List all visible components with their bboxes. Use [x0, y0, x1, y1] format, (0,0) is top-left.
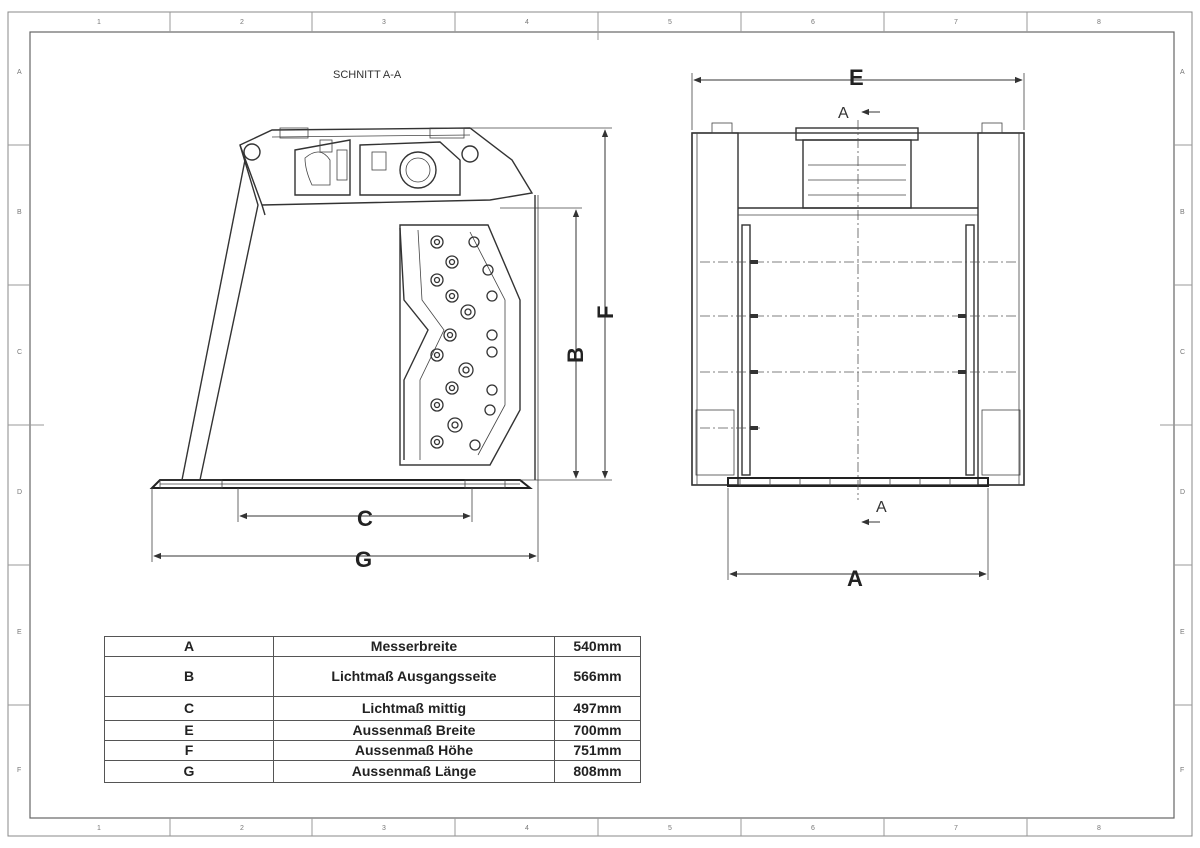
zone-col-4: 4 — [525, 19, 529, 26]
dim-label-b: B — [563, 347, 588, 363]
dimension-table: A Messerbreite 540mm B Lichtmaß Ausgangs… — [104, 636, 641, 783]
table-cell-key: G — [104, 760, 274, 783]
side-view-dimensions — [151, 127, 612, 562]
zone-ticks — [8, 12, 1192, 836]
zone-col-1-bottom: 1 — [97, 825, 101, 832]
zone-row-f-right: F — [1180, 767, 1184, 774]
table-cell-name: Aussenmaß Länge — [273, 760, 555, 783]
table-cell-value: 540mm — [554, 636, 641, 657]
zone-row-d: D — [17, 489, 22, 496]
zone-col-5: 5 — [668, 19, 672, 26]
table-row: E Aussenmaß Breite 700mm — [104, 720, 641, 741]
zone-row-a-right: A — [1180, 69, 1185, 76]
zone-row-a: A — [17, 69, 22, 76]
table-cell-value: 497mm — [554, 696, 641, 721]
dim-label-e: E — [849, 65, 864, 90]
side-section-view — [149, 127, 539, 489]
table-cell-name: Lichtmaß Ausgangsseite — [273, 656, 555, 697]
table-cell-key: E — [104, 720, 274, 741]
section-marker-bottom: A — [876, 499, 887, 516]
zone-col-1: 1 — [97, 19, 101, 26]
zone-col-3: 3 — [382, 19, 386, 26]
front-view-dimensions — [691, 73, 1025, 580]
zone-row-d-right: D — [1180, 489, 1185, 496]
table-row: A Messerbreite 540mm — [104, 636, 641, 657]
dim-label-f: F — [593, 306, 618, 319]
zone-col-8-bottom: 8 — [1097, 825, 1101, 832]
zone-col-3-bottom: 3 — [382, 825, 386, 832]
dim-label-c: C — [357, 506, 373, 531]
section-title: SCHNITT A-A — [333, 69, 402, 81]
table-cell-name: Lichtmaß mittig — [273, 696, 555, 721]
table-cell-value: 751mm — [554, 740, 641, 761]
knife-bolts — [430, 235, 498, 451]
table-row: F Aussenmaß Höhe 751mm — [104, 740, 641, 761]
zone-row-e: E — [17, 629, 22, 636]
table-cell-name: Aussenmaß Höhe — [273, 740, 555, 761]
zone-col-6: 6 — [811, 19, 815, 26]
zone-labels: 1 2 3 4 5 6 7 8 1 2 3 4 5 6 7 8 A B C D … — [17, 19, 1185, 832]
zone-col-6-bottom: 6 — [811, 825, 815, 832]
table-cell-key: C — [104, 696, 274, 721]
table-cell-key: B — [104, 656, 274, 697]
zone-row-b: B — [17, 209, 22, 216]
table-row: G Aussenmaß Länge 808mm — [104, 760, 641, 783]
table-cell-key: A — [104, 636, 274, 657]
zone-row-b-right: B — [1180, 209, 1185, 216]
table-cell-name: Messerbreite — [273, 636, 555, 657]
zone-col-5-bottom: 5 — [668, 825, 672, 832]
zone-row-c-right: C — [1180, 349, 1185, 356]
table-row: B Lichtmaß Ausgangsseite 566mm — [104, 656, 641, 697]
table-cell-key: F — [104, 740, 274, 761]
zone-col-2: 2 — [240, 19, 244, 26]
table-cell-value: 808mm — [554, 760, 641, 783]
zone-row-e-right: E — [1180, 629, 1185, 636]
zone-col-2-bottom: 2 — [240, 825, 244, 832]
table-row: C Lichtmaß mittig 497mm — [104, 696, 641, 721]
zone-col-7-bottom: 7 — [954, 825, 958, 832]
front-view — [691, 120, 1025, 500]
zone-col-8: 8 — [1097, 19, 1101, 26]
table-cell-name: Aussenmaß Breite — [273, 720, 555, 741]
zone-col-4-bottom: 4 — [525, 825, 529, 832]
dim-label-g: G — [355, 547, 372, 572]
dim-label-a: A — [847, 566, 863, 591]
section-marker-top: A — [838, 105, 849, 122]
zone-row-f: F — [17, 767, 21, 774]
zone-col-7: 7 — [954, 19, 958, 26]
table-cell-value: 700mm — [554, 720, 641, 741]
outer-sheet-frame — [7, 11, 1193, 837]
zone-row-c: C — [17, 349, 22, 356]
table-cell-value: 566mm — [554, 656, 641, 697]
